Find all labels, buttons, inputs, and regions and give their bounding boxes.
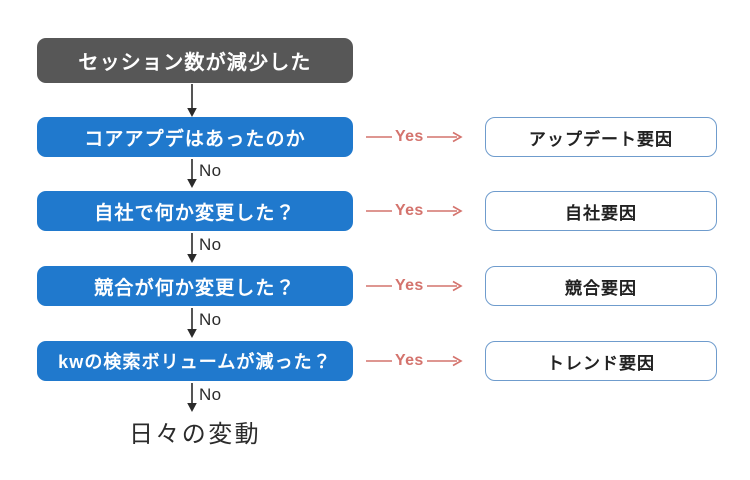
result-node-2[interactable]: 自社要因 bbox=[485, 191, 717, 231]
yes-label-4: Yes bbox=[395, 352, 424, 369]
no-label-1: No bbox=[199, 161, 222, 180]
start-node: セッション数が減少した bbox=[37, 38, 353, 83]
decision-node-4-label: kwの検索ボリュームが減った？ bbox=[58, 352, 332, 372]
start-node-label: セッション数が減少した bbox=[78, 52, 312, 74]
result-node-4[interactable]: トレンド要因 bbox=[485, 341, 717, 381]
decision-node-1-label: コアアプデはあったのか bbox=[84, 128, 306, 150]
no-label-3: No bbox=[199, 310, 222, 329]
decision-node-3[interactable]: 競合が何か変更した？ bbox=[37, 266, 353, 306]
result-node-3-label: 競合要因 bbox=[564, 278, 638, 298]
connector-arrow-q1-to-q2 bbox=[172, 159, 212, 199]
yes-connector-1: Yes bbox=[366, 126, 463, 148]
decision-node-2-label: 自社で何か変更した？ bbox=[94, 202, 296, 224]
result-node-2-label: 自社要因 bbox=[564, 203, 638, 223]
terminal-node-label: 日々の変動 bbox=[129, 420, 261, 448]
connector-arrow-q4-to-terminal bbox=[172, 383, 212, 423]
yes-connector-2: Yes bbox=[366, 200, 463, 222]
decision-node-2[interactable]: 自社で何か変更した？ bbox=[37, 191, 353, 231]
yes-label-3: Yes bbox=[395, 277, 424, 294]
decision-node-4[interactable]: kwの検索ボリュームが減った？ bbox=[37, 341, 353, 381]
connector-arrow-q2-to-q3 bbox=[172, 233, 212, 273]
no-label-2: No bbox=[199, 235, 222, 254]
result-node-4-label: トレンド要因 bbox=[546, 353, 656, 373]
no-label-4: No bbox=[199, 385, 222, 404]
yes-label-2: Yes bbox=[395, 202, 424, 219]
decision-node-1[interactable]: コアアプデはあったのか bbox=[37, 117, 353, 157]
yes-connector-4: Yes bbox=[366, 350, 463, 372]
result-node-1[interactable]: アップデート要因 bbox=[485, 117, 717, 157]
connector-arrow-q3-to-q4 bbox=[172, 308, 212, 348]
yes-label-1: Yes bbox=[395, 128, 424, 145]
result-node-3[interactable]: 競合要因 bbox=[485, 266, 717, 306]
result-node-1-label: アップデート要因 bbox=[528, 129, 674, 149]
decision-node-3-label: 競合が何か変更した？ bbox=[94, 277, 296, 299]
connector-arrow-start-to-q1 bbox=[172, 84, 212, 124]
terminal-node: 日々の変動 bbox=[37, 412, 353, 450]
yes-connector-3: Yes bbox=[366, 275, 463, 297]
